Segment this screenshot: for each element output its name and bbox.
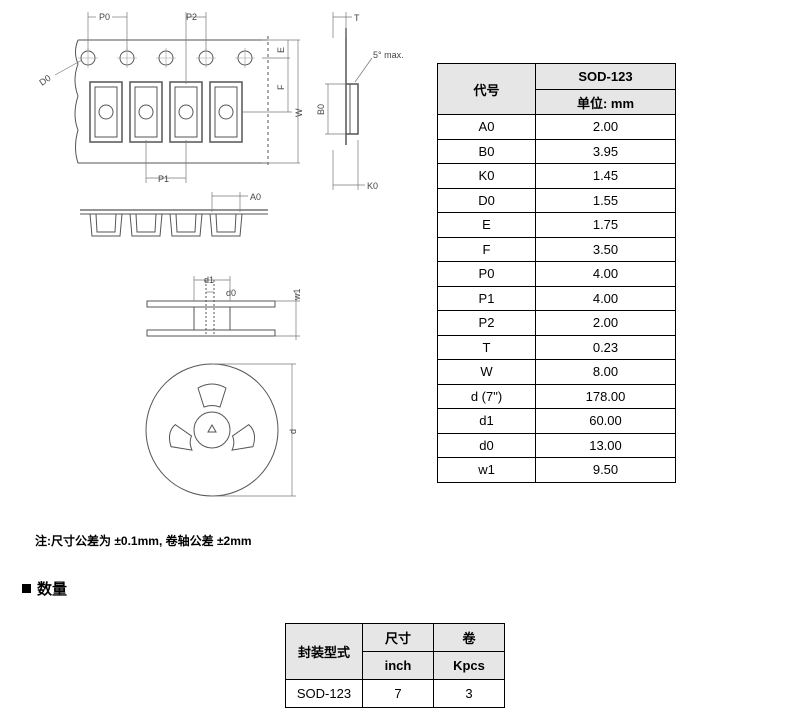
spec-value: 2.00 xyxy=(535,310,676,336)
pockets xyxy=(89,81,243,143)
spec-value: 3.95 xyxy=(535,138,676,164)
spec-code: P0 xyxy=(437,261,536,287)
spec-value: 9.50 xyxy=(535,457,676,483)
spec-code: d0 xyxy=(437,432,536,458)
spec-value: 13.00 xyxy=(535,432,676,458)
dim-label-d: d xyxy=(288,429,298,434)
spec-value: 178.00 xyxy=(535,383,676,409)
spec-code: K0 xyxy=(437,163,536,189)
reel-window xyxy=(231,423,256,451)
spec-code: W xyxy=(437,359,536,385)
spec-code: d1 xyxy=(437,408,536,434)
spec-value: 60.00 xyxy=(535,408,676,434)
spec-code: F xyxy=(437,236,536,262)
dim-label-angle: 5° max. xyxy=(373,50,404,60)
qty-header-size-unit: inch xyxy=(362,651,434,680)
qty-size: 7 xyxy=(362,679,434,708)
dim-label-t: T xyxy=(354,13,360,23)
tolerance-note: 注:尺寸公差为 ±0.1mm, 卷轴公差 ±2mm xyxy=(35,534,252,548)
spec-value: 4.00 xyxy=(535,285,676,311)
qty-header-reel: 卷 xyxy=(433,623,505,652)
reel-hub-circle xyxy=(193,411,231,449)
spec-code: w1 xyxy=(437,457,536,483)
tape-reel-drawing: P0 P2 P1 E F W D0 T B0 K0 5° max. xyxy=(37,12,404,497)
dim-label-d0-hub: d0 xyxy=(226,288,236,298)
dim-label-d0: D0 xyxy=(37,73,52,88)
spec-code: P1 xyxy=(437,285,536,311)
dim-label-w: W xyxy=(294,108,304,117)
spec-code: B0 xyxy=(437,138,536,164)
dim-label-w1: w1 xyxy=(292,288,302,301)
qty-header-size: 尺寸 xyxy=(362,623,434,652)
spec-code: P2 xyxy=(437,310,536,336)
spec-value: 3.50 xyxy=(535,236,676,262)
dim-label-p0: P0 xyxy=(99,12,110,22)
spec-code: A0 xyxy=(437,114,536,140)
spec-value: 1.45 xyxy=(535,163,676,189)
dim-label-f: F xyxy=(276,84,286,90)
dim-label-a0: A0 xyxy=(250,192,261,202)
table-row: d (7")178.00 xyxy=(437,383,676,409)
spec-header-code: 代号 xyxy=(437,63,536,115)
dim-label-p1: P1 xyxy=(158,174,169,184)
spec-header-package: SOD-123 xyxy=(535,63,676,90)
spec-code: E xyxy=(437,212,536,238)
table-row: SOD-123 7 3 xyxy=(285,679,505,708)
dim-label-b0: B0 xyxy=(316,104,326,115)
spec-code: d (7") xyxy=(437,383,536,409)
qty-header-package: 封装型式 xyxy=(285,623,363,680)
quantity-table: 封装型式 尺寸 卷 inch Kpcs SOD-123 7 3 xyxy=(285,623,505,708)
qty-header-reel-unit: Kpcs xyxy=(433,651,505,680)
carrier-tape-outline xyxy=(74,39,268,164)
spec-code: T xyxy=(437,334,536,360)
qty-package: SOD-123 xyxy=(285,679,363,708)
spec-value: 8.00 xyxy=(535,359,676,385)
spec-value: 1.75 xyxy=(535,212,676,238)
reel-window xyxy=(168,423,193,451)
reel-window xyxy=(197,383,227,408)
section-title: 数量 xyxy=(37,581,68,598)
section-heading-quantity: 数量 xyxy=(22,578,67,599)
spec-value: 2.00 xyxy=(535,114,676,140)
spec-value: 4.00 xyxy=(535,261,676,287)
dim-label-d1: d1 xyxy=(204,275,214,285)
dim-label-e: E xyxy=(276,47,286,53)
spec-header-unit: 单位: mm xyxy=(535,89,676,115)
qty-reel: 3 xyxy=(433,679,505,708)
spec-code: D0 xyxy=(437,187,536,213)
dim-label-p2: P2 xyxy=(186,12,197,22)
spec-value: 1.55 xyxy=(535,187,676,213)
dim-label-k0: K0 xyxy=(367,181,378,191)
spec-value: 0.23 xyxy=(535,334,676,360)
square-bullet-icon xyxy=(22,584,31,593)
